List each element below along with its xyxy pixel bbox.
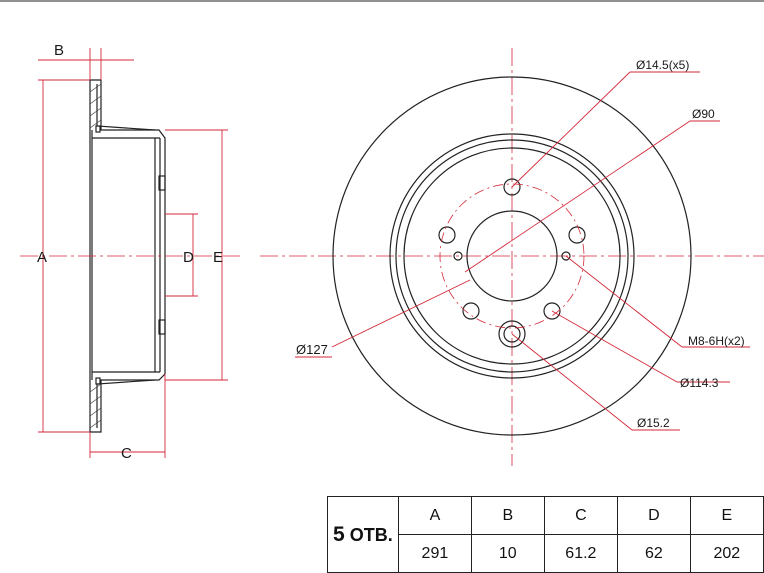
dimension-label-d: D xyxy=(183,249,194,266)
table-header-row: 5 ОТВ. A B C D E xyxy=(327,496,764,573)
table-value-row: 291 10 61.2 62 202 xyxy=(328,534,764,573)
value-a: 291 xyxy=(397,534,473,573)
thread-hole xyxy=(561,251,571,261)
hub-bore xyxy=(466,210,558,302)
center-hole-inner xyxy=(503,325,521,343)
dimension-label-b: B xyxy=(54,42,64,59)
label-thread: M8-6H(x2) xyxy=(688,334,745,348)
dimension-label-a: A xyxy=(37,249,47,266)
value-d: 62 xyxy=(617,534,691,573)
bolt-hole xyxy=(568,226,586,244)
side-dimensions xyxy=(38,48,228,458)
hat-outer-edge xyxy=(389,133,635,379)
center-hole xyxy=(498,320,526,348)
label-pcd: Ø114.3 xyxy=(680,376,719,390)
front-leaders xyxy=(295,71,750,431)
header-c: C xyxy=(543,496,619,535)
disc-outer-edge xyxy=(332,76,692,436)
header-a: A xyxy=(397,496,473,535)
label-center-hole: Ø15.2 xyxy=(637,416,670,430)
holes-number: 5 xyxy=(333,522,345,546)
value-b: 10 xyxy=(471,534,545,573)
label-hub-bore: Ø90 xyxy=(692,107,715,121)
holes-cell: 5 ОТВ. xyxy=(327,496,399,573)
header-e: E xyxy=(689,496,764,535)
bolt-hole xyxy=(543,302,561,320)
value-e: 202 xyxy=(689,534,764,573)
header-b: B xyxy=(471,496,545,535)
dimension-table: 5 ОТВ. A B C D E 291 10 61.2 62 202 xyxy=(327,496,764,573)
section-hatching xyxy=(89,83,102,429)
bolt-hole xyxy=(438,226,456,244)
dimension-label-c: C xyxy=(121,445,132,462)
dimension-label-e: E xyxy=(213,249,223,266)
hub-face xyxy=(403,147,621,365)
header-d: D xyxy=(617,496,691,535)
front-view xyxy=(332,76,692,436)
hat-inner-edge xyxy=(395,139,629,373)
label-bolt-hole: Ø14.5(x5) xyxy=(636,58,689,72)
bolt-hole xyxy=(462,302,480,320)
bolt-hole xyxy=(503,178,521,196)
holes-unit: ОТВ. xyxy=(349,524,393,545)
thread-hole xyxy=(453,251,463,261)
pitch-circle xyxy=(439,183,585,329)
label-outer-diameter: Ø127 xyxy=(296,342,328,357)
value-c: 61.2 xyxy=(543,534,619,573)
side-section-view xyxy=(89,79,166,433)
